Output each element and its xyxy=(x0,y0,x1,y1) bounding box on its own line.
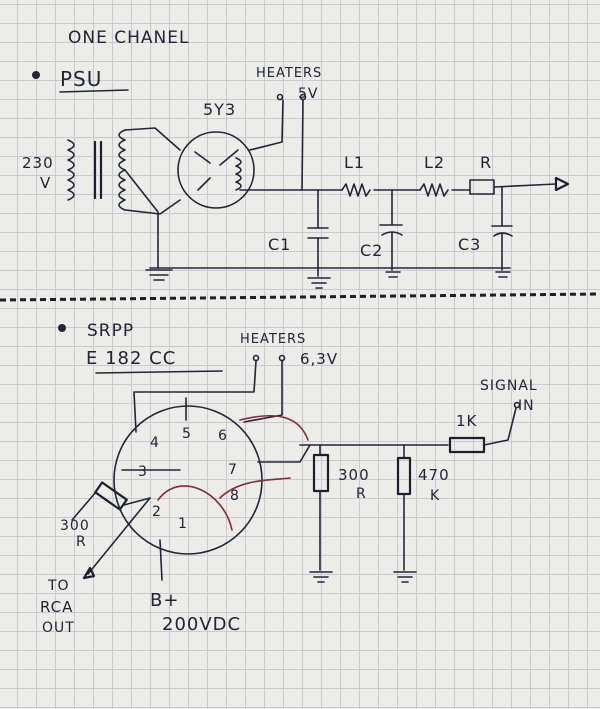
cathode-resistor-value: 300 xyxy=(60,518,90,534)
r470-value: 470 xyxy=(418,466,450,484)
rectifier-tube-label: 5Y3 xyxy=(203,100,236,119)
mains-voltage-unit: V xyxy=(40,174,51,192)
output-lead xyxy=(87,497,151,575)
srpp-underline xyxy=(95,370,223,374)
r300-value: 300 xyxy=(338,466,370,484)
heaters-voltage-bottom: 6,3V xyxy=(300,350,338,368)
mains-voltage-value: 230 xyxy=(22,154,54,172)
inductor-l1 xyxy=(341,183,371,197)
ground-c2-icon xyxy=(385,271,401,278)
bplus-voltage: 200VDC xyxy=(162,614,241,635)
heaters-label-bottom: HEATERS xyxy=(240,332,306,347)
cathode-resistor-unit: R xyxy=(76,534,87,550)
resistor-300r xyxy=(312,453,330,493)
rectifier-tube-5y3 xyxy=(177,99,301,209)
r470-unit: K xyxy=(430,488,440,504)
ground-c1-icon xyxy=(307,277,331,289)
srpp-label: SRPP xyxy=(87,321,134,341)
inductor-l2 xyxy=(419,183,449,197)
rca-text-to: TO xyxy=(47,578,70,594)
bullet-psu xyxy=(32,71,40,79)
heater-terminal-a xyxy=(276,93,284,101)
signal-in-label: IN xyxy=(518,398,535,414)
pin-5: 5 xyxy=(182,426,192,442)
l2-label: L2 xyxy=(424,153,445,172)
signal-lead xyxy=(483,407,517,446)
ground-c3-icon xyxy=(495,271,511,278)
l1-label: L1 xyxy=(344,153,365,172)
pin-6: 6 xyxy=(218,428,228,444)
resistor-r xyxy=(469,179,495,195)
psu-underline xyxy=(59,89,129,93)
pin-2: 2 xyxy=(152,504,162,520)
signal-label: SIGNAL xyxy=(480,378,538,394)
page-title: ONE CHANEL xyxy=(68,28,189,48)
heater-terminal-c xyxy=(252,354,260,362)
capacitor-c2 xyxy=(379,189,403,271)
heaters-label-top: HEATERS xyxy=(256,66,322,81)
capacitor-c3 xyxy=(491,186,513,271)
section-divider xyxy=(0,292,600,302)
pin-1: 1 xyxy=(178,516,188,532)
bullet-srpp xyxy=(58,324,66,332)
signal-input-terminal xyxy=(513,401,521,409)
heaters-voltage-top: 5V xyxy=(298,86,318,102)
rca-out-arrow-icon xyxy=(82,566,96,580)
r1k-label: 1K xyxy=(456,412,478,430)
pin-3: 3 xyxy=(138,464,148,480)
c3-label: C3 xyxy=(458,235,481,254)
power-transformer xyxy=(67,127,181,269)
pin-7: 7 xyxy=(228,462,238,478)
r-label: R xyxy=(480,153,492,172)
r300-unit: R xyxy=(356,486,367,502)
ground-470k-icon xyxy=(393,571,417,583)
cathode-resistor-300r xyxy=(71,481,151,521)
triode-socket-e182cc xyxy=(113,360,309,555)
rca-text-out: OUT xyxy=(42,620,75,636)
resistor-470k xyxy=(396,456,412,496)
capacitor-c1 xyxy=(307,189,329,277)
psu-label: PSU xyxy=(60,67,102,91)
bplus-label: B+ xyxy=(150,590,179,611)
ground-300r-icon xyxy=(309,571,333,583)
output-arrow-icon xyxy=(554,176,570,192)
resistor-1k xyxy=(448,436,486,454)
bplus-lead xyxy=(159,539,163,581)
srpp-tube-label: E 182 CC xyxy=(86,348,176,369)
rca-text-rca: RCA xyxy=(40,598,73,616)
ground-psu-icon xyxy=(145,269,173,281)
c2-label: C2 xyxy=(360,241,383,260)
c1-label: C1 xyxy=(268,235,291,254)
pin-4: 4 xyxy=(150,435,160,451)
pin-8: 8 xyxy=(230,488,240,504)
heater-terminal-d xyxy=(278,354,286,362)
